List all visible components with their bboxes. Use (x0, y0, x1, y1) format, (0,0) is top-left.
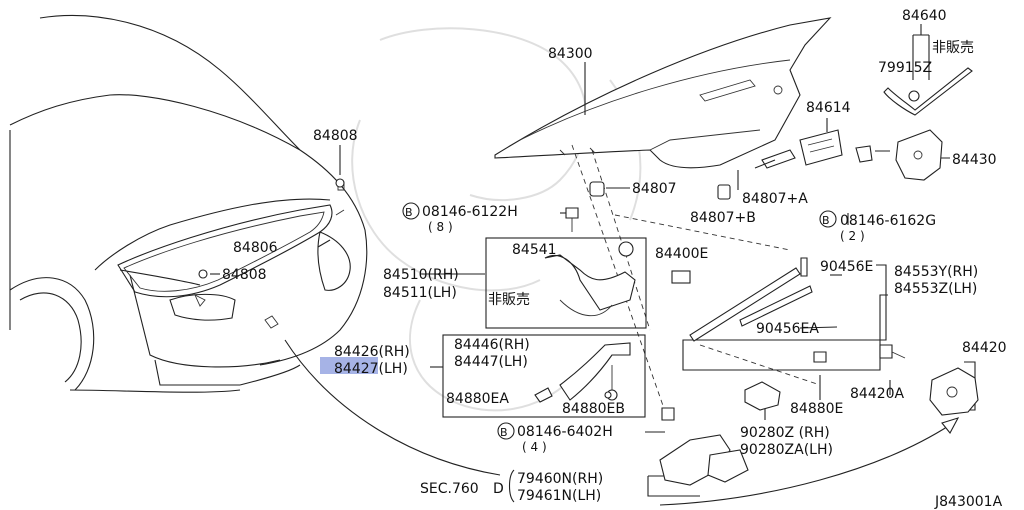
label-bolt-6122: 08146-6122H (422, 204, 518, 220)
label-84807: 84807 (632, 181, 677, 197)
label-qty-8: ( 8 ) (428, 220, 453, 234)
hinge-84510 (544, 241, 691, 317)
label-84553z: 84553Z(LH) (894, 281, 977, 297)
svg-text:B: B (822, 214, 830, 227)
label-84447: 84447(LH) (454, 354, 528, 370)
label-drawing-id: J843001A (934, 494, 1003, 510)
label-84511: 84511(LH) (383, 285, 457, 301)
label-90456e: 90456E (820, 259, 873, 275)
label-84880ea: 84880EA (446, 391, 509, 407)
part-highlight (320, 357, 378, 374)
striker-84614 (754, 129, 843, 169)
label-84427: 84427(LH) (334, 361, 408, 377)
label-84880e: 84880E (790, 401, 843, 417)
latch-84420 (929, 367, 979, 416)
label-84426: 84426(RH) (334, 344, 410, 360)
label-qty-2: ( 2 ) (840, 229, 865, 243)
label-84541: 84541 (512, 242, 557, 258)
label-90280z: 90280Z (RH) (740, 425, 830, 441)
label-84806: 84806 (233, 240, 278, 256)
part-labels: 84300 84640 非販売 79915Z 84614 84430 84808… (222, 8, 1007, 510)
label-84446: 84446(RH) (454, 337, 530, 353)
label-bolt-6162: 08146-6162G (840, 213, 936, 229)
label-84420a: 84420A (850, 386, 905, 402)
bracket-79460n (659, 434, 749, 486)
label-79915z: 79915Z (878, 60, 932, 76)
link-84446 (534, 342, 631, 403)
label-90280za: 90280ZA(LH) (740, 442, 833, 458)
label-not-sold-1: 非販売 (932, 40, 974, 56)
label-not-sold-2: 非販売 (488, 292, 530, 308)
trunk-lid (494, 17, 832, 169)
pointer-arrows (284, 339, 960, 506)
label-79461n: 79461N(LH) (517, 488, 601, 504)
label-84807a: 84807+A (742, 191, 808, 207)
bolt-marker-3: B (497, 422, 515, 440)
group-box-link (442, 334, 646, 418)
label-84420: 84420 (962, 340, 1007, 356)
label-sec-suffix: D (493, 481, 504, 497)
cable-bracket-90280z (744, 381, 781, 411)
label-84400e: 84400E (655, 246, 708, 262)
label-qty-4: ( 4 ) (522, 440, 547, 454)
group-box-hinge (485, 237, 647, 329)
label-79460n: 79460N(RH) (517, 471, 603, 487)
lock-84430 (883, 67, 973, 181)
label-84300: 84300 (548, 46, 593, 62)
bolt-marker-1: B (402, 202, 420, 220)
label-90456ea: 90456EA (756, 321, 819, 337)
label-84808-top: 84808 (313, 128, 358, 144)
label-84807b: 84807+B (690, 210, 756, 226)
label-84614: 84614 (806, 100, 851, 116)
bolt-marker-2: B (819, 210, 837, 228)
sec-brace (508, 469, 515, 503)
fasteners (198, 145, 906, 421)
label-sec-760: SEC.760 (420, 481, 479, 497)
label-84430: 84430 (952, 152, 997, 168)
label-84808-mid: 84808 (222, 267, 267, 283)
label-bolt-6402: 08146-6402H (517, 424, 613, 440)
gas-spring-90456e (689, 267, 813, 342)
label-84510: 84510(RH) (383, 267, 459, 283)
label-84640: 84640 (902, 8, 947, 24)
label-84880eb: 84880EB (562, 401, 625, 417)
svg-text:B: B (500, 426, 508, 439)
label-84553y: 84553Y(RH) (894, 264, 978, 280)
svg-text:B: B (405, 206, 413, 219)
car-body (9, 14, 368, 393)
